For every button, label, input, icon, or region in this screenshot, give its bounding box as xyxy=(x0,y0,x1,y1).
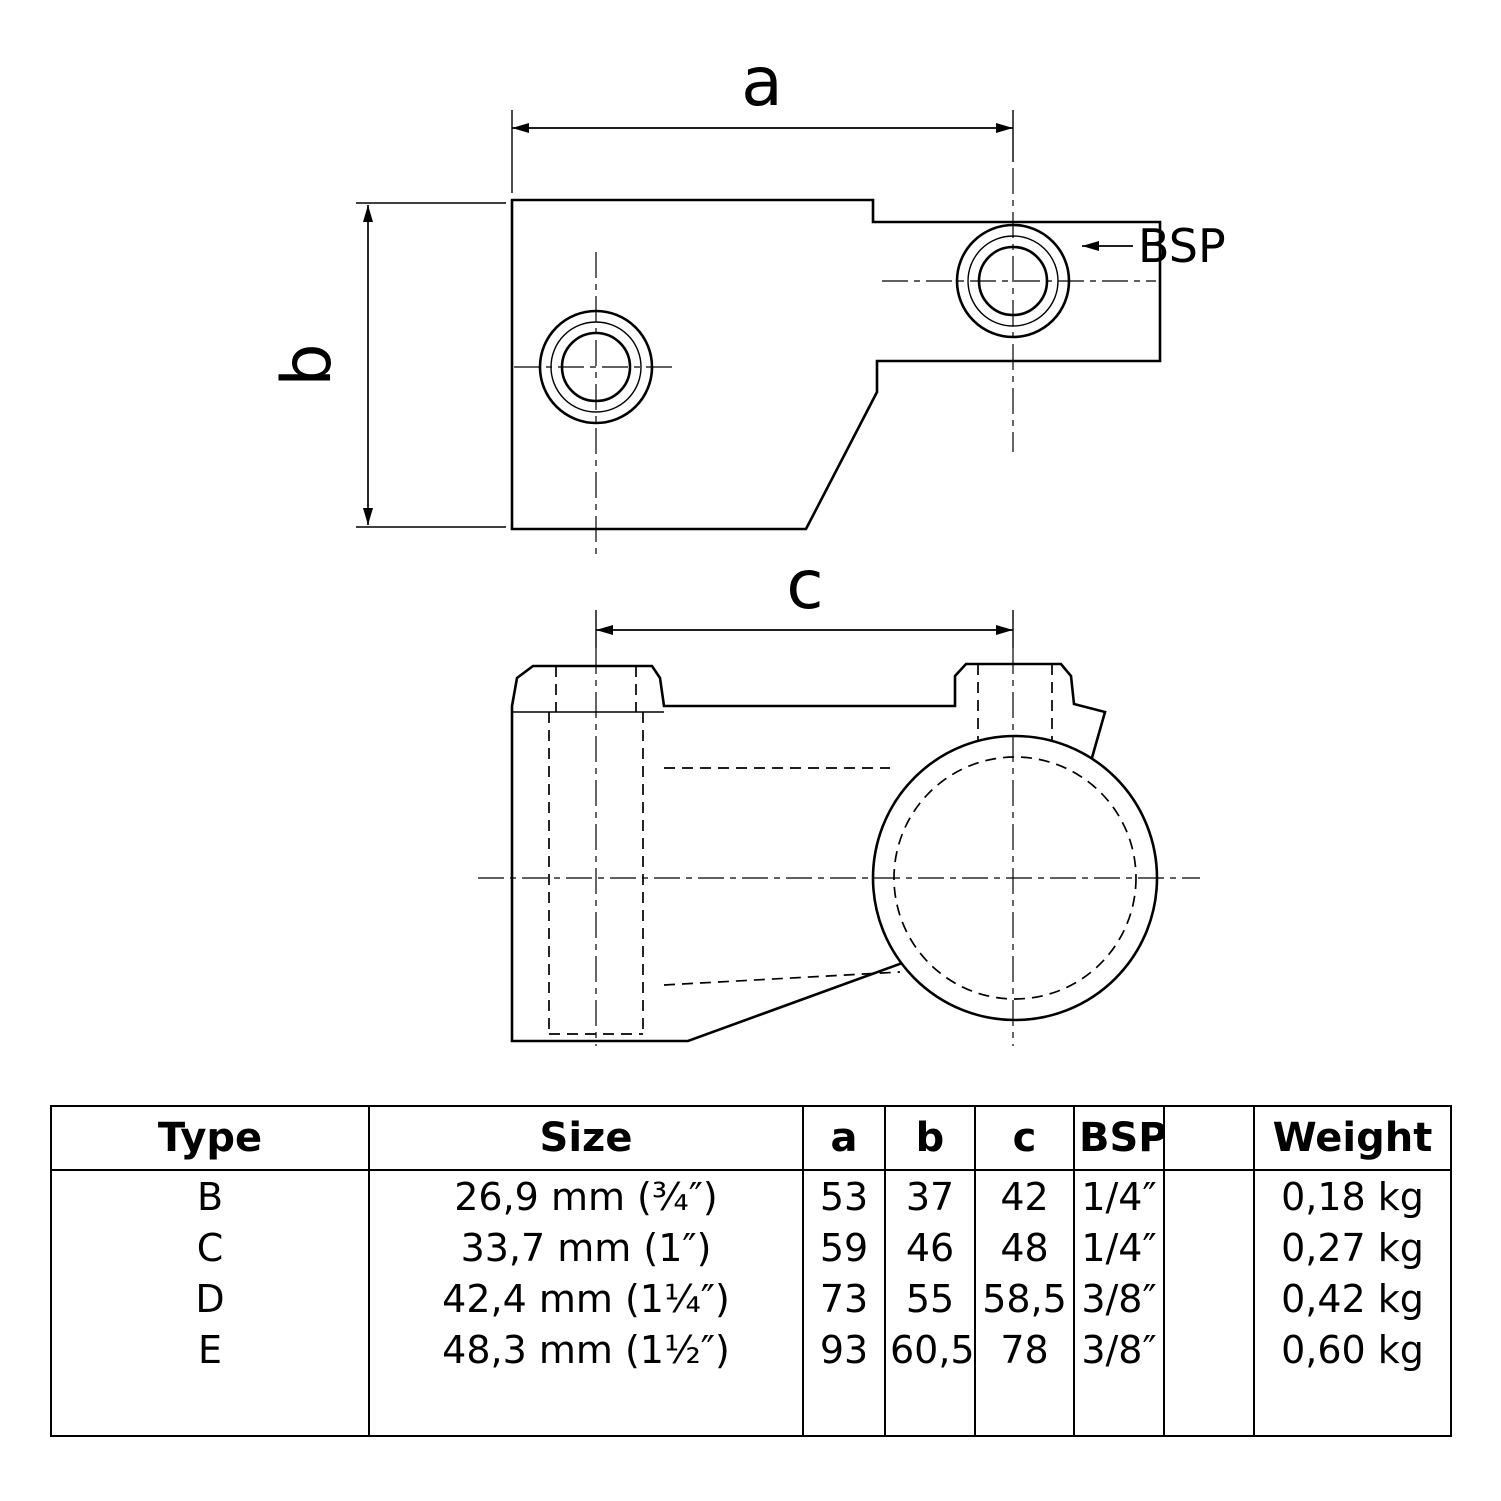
table-row: E 48,3 mm (1½″) 93 60,5 78 3/8″ 0,60 kg xyxy=(50,1324,1452,1375)
cell-size: 33,7 mm (1″) xyxy=(368,1222,804,1273)
cell-size: 48,3 mm (1½″) xyxy=(368,1324,804,1375)
side-view-centerlines xyxy=(478,648,1200,1046)
table-header-row: Type Size a b c BSP Weight xyxy=(50,1105,1452,1171)
dim-b-label: b xyxy=(268,343,347,386)
cell-c: 78 xyxy=(974,1324,1075,1375)
bsp-label: BSP xyxy=(1138,219,1226,273)
cell-type: E xyxy=(50,1324,370,1375)
dimension-b: b xyxy=(268,202,506,528)
cell-spare xyxy=(1163,1273,1255,1324)
cell-size: 42,4 mm (1¼″) xyxy=(368,1273,804,1324)
col-header-c: c xyxy=(974,1105,1075,1171)
bsp-callout: BSP xyxy=(1082,219,1226,273)
table-row: D 42,4 mm (1¼″) 73 55 58,5 3/8″ 0,42 kg xyxy=(50,1273,1452,1324)
cell-c: 42 xyxy=(974,1170,1075,1222)
table-row: B 26,9 mm (¾″) 53 37 42 1/4″ 0,18 kg xyxy=(50,1170,1452,1222)
cell-spare xyxy=(1163,1222,1255,1273)
dim-c-label: c xyxy=(786,546,823,625)
col-header-bsp: BSP xyxy=(1073,1105,1165,1171)
cell-weight: 0,27 kg xyxy=(1253,1222,1452,1273)
cell-bsp: 3/8″ xyxy=(1073,1273,1165,1324)
col-header-b: b xyxy=(884,1105,976,1171)
side-view: c xyxy=(478,546,1200,1046)
table-row: C 33,7 mm (1″) 59 46 48 1/4″ 0,27 kg xyxy=(50,1222,1452,1273)
cell-bsp: 3/8″ xyxy=(1073,1324,1165,1375)
cell-a: 93 xyxy=(802,1324,886,1375)
cell-weight: 0,18 kg xyxy=(1253,1170,1452,1222)
dimension-a: a xyxy=(511,43,1014,193)
bsp-hole xyxy=(882,168,1156,452)
col-header-a: a xyxy=(802,1105,886,1171)
col-header-spare xyxy=(1163,1105,1255,1171)
cell-weight: 0,42 kg xyxy=(1253,1273,1452,1324)
cell-b: 46 xyxy=(884,1222,976,1273)
dim-a-label: a xyxy=(741,43,783,122)
cell-spare xyxy=(1163,1170,1255,1222)
dimensions-table: Type Size a b c BSP Weight B 26,9 mm (¾″… xyxy=(50,1105,1452,1437)
cell-a: 53 xyxy=(802,1170,886,1222)
top-view: a b BSP xyxy=(268,43,1226,556)
cell-type: B xyxy=(50,1170,370,1222)
cell-size: 26,9 mm (¾″) xyxy=(368,1170,804,1222)
col-header-type: Type xyxy=(50,1105,370,1171)
cell-spare xyxy=(1163,1324,1255,1375)
cell-a: 59 xyxy=(802,1222,886,1273)
fitting-technical-drawing: a b BSP xyxy=(268,43,1226,1046)
cell-c: 48 xyxy=(974,1222,1075,1273)
cell-a: 73 xyxy=(802,1273,886,1324)
cell-bsp: 1/4″ xyxy=(1073,1222,1165,1273)
table-filler-row xyxy=(50,1375,1452,1437)
cell-c: 58,5 xyxy=(974,1273,1075,1324)
dimension-c: c xyxy=(595,546,1014,648)
col-header-weight: Weight xyxy=(1253,1105,1452,1171)
left-hole xyxy=(514,252,678,556)
cell-b: 60,5 xyxy=(884,1324,976,1375)
col-header-size: Size xyxy=(368,1105,804,1171)
cell-b: 55 xyxy=(884,1273,976,1324)
cell-type: D xyxy=(50,1273,370,1324)
cell-b: 37 xyxy=(884,1170,976,1222)
cell-weight: 0,60 kg xyxy=(1253,1324,1452,1375)
top-view-outline xyxy=(510,198,1162,531)
cell-bsp: 1/4″ xyxy=(1073,1170,1165,1222)
cell-type: C xyxy=(50,1222,370,1273)
